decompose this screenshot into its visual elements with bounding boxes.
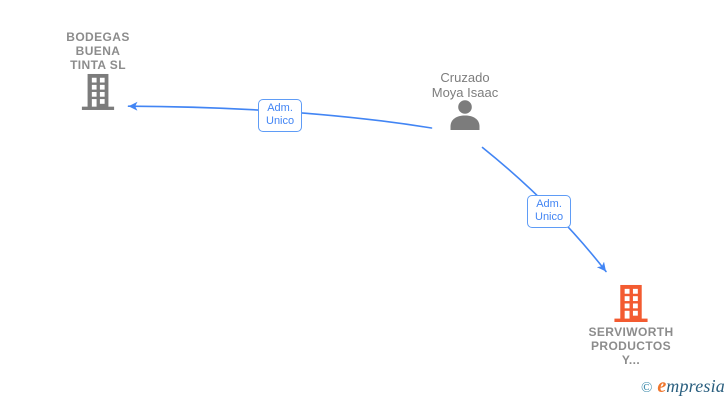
edge-label-adm-unico[interactable]: Adm. Unico	[527, 195, 572, 228]
building-icon	[81, 73, 115, 110]
edge-label-line: Adm.	[536, 198, 562, 210]
copyright-icon: ©	[640, 380, 653, 396]
edge-label-line: Unico	[535, 211, 564, 223]
node-label: BODEGAS BUENA TINTA SL	[28, 30, 168, 72]
node-label-line: PRODUCTOS	[590, 339, 672, 353]
node-label-line: BUENA	[75, 44, 121, 58]
node-label-line: BODEGAS	[66, 30, 130, 44]
node-label-line: Cruzado	[440, 70, 490, 85]
empresia-logo[interactable]: © e mpresia	[641, 375, 725, 398]
brand-text: mpresia	[666, 376, 725, 396]
node-bodegas-buena-tinta-sl[interactable]: BODEGAS BUENA TINTA SL	[28, 30, 168, 111]
node-label-line: TINTA SL	[70, 58, 126, 72]
edge-label-line: Adm.	[267, 102, 293, 114]
node-cruzado-moya-isaac[interactable]: Cruzado Moya Isaac	[395, 70, 535, 130]
node-serviworth-productos[interactable]: SERVIWORTH PRODUCTOS Y...	[561, 284, 701, 367]
edge-label-adm-unico[interactable]: Adm. Unico	[258, 99, 303, 132]
person-icon	[450, 100, 480, 130]
node-label-line: SERVIWORTH	[588, 325, 674, 339]
node-label-line: Y...	[621, 353, 641, 367]
building-icon	[614, 284, 648, 322]
node-label-line: Moya Isaac	[431, 85, 499, 100]
brand-letter-e: e	[657, 375, 667, 397]
node-label: Cruzado Moya Isaac	[395, 70, 535, 100]
node-label: SERVIWORTH PRODUCTOS Y...	[561, 325, 701, 367]
edge-label-line: Unico	[266, 115, 295, 127]
